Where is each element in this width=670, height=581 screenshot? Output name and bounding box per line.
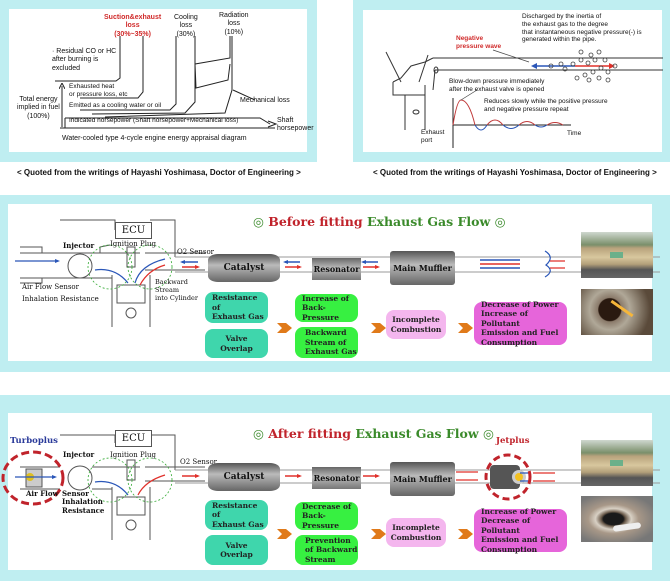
pressure-wave-drawing xyxy=(385,49,663,148)
mechanical-loss-label: Mechanical loss xyxy=(240,97,290,104)
o2-sensor-label: O2 Sensor xyxy=(177,248,215,256)
box-backward-stream: Backward Stream of Exhaust Gas xyxy=(295,327,358,358)
caption-left: < Quoted from the writings of Hayashi Yo… xyxy=(17,168,301,177)
car-rear-photo xyxy=(581,232,653,278)
main-muffler-component: Main Muffler xyxy=(390,251,455,285)
air-flow-sensor-label: Air Flow Sensor xyxy=(22,283,79,291)
energy-diagram-panel xyxy=(0,0,317,162)
jetplus-label: Jetplus xyxy=(496,436,530,446)
energy-flow-lines xyxy=(55,36,278,129)
suction-loss-label: Suction&exhaust loss (30%~35%) xyxy=(104,14,162,38)
turboplus-label: Turboplus xyxy=(10,436,58,446)
residual-label: · Residual CO or HC after burning is exc… xyxy=(52,48,117,72)
exhaust-pipe-photo xyxy=(581,289,653,335)
backward-stream-label: Backward Stream into Cylinder xyxy=(155,278,198,302)
catalyst-component: Catalyst xyxy=(208,254,280,282)
sensor-inhalation-label: Sensor Inhalation Resistance xyxy=(62,489,105,515)
clean-exhaust-pipe-photo xyxy=(581,496,653,542)
pressure-wave-panel xyxy=(353,0,670,162)
license-plate xyxy=(610,252,623,258)
catalyst-component-after: Catalyst xyxy=(208,463,280,491)
shaft-horsepower-label: Shaft horsepower xyxy=(277,117,314,133)
discharged-label: Discharged by the inertia of the exhaust… xyxy=(522,13,642,44)
box-incomplete-combustion-after: Incomplete Combustion xyxy=(386,518,446,547)
energy-diagram-title: Water-cooled type 4-cycle engine energy … xyxy=(62,135,247,142)
emitted-label: Emitted as a cooling water or oil xyxy=(69,102,162,109)
car-rear-photo-after xyxy=(581,440,653,486)
box-increase-power: Increase of Power Decrease of Pollutant … xyxy=(474,507,567,554)
box-resistance-exhaust-gas-after: Resistance of Exhaust Gas xyxy=(205,500,268,530)
box-resistance-exhaust-gas: Resistance of Exhaust Gas xyxy=(205,292,268,323)
ignition-plug-label-after: Ignition Plug xyxy=(110,451,156,459)
before-fitting-title: ◎ Before fitting Exhaust Gas Flow ◎ xyxy=(253,214,506,229)
blowdown-label: Blow-down pressure immediately after the… xyxy=(449,78,545,93)
ecu-box: ECU xyxy=(115,222,152,239)
box-valve-overlap: Valve Overlap xyxy=(205,329,268,358)
radiation-loss-label: Radiation loss (10%) xyxy=(219,12,249,36)
box-decrease-back-pressure: Decrease of Back-Pressure xyxy=(295,502,358,530)
o2-sensor-label-after: O2 Sensor xyxy=(180,458,218,466)
injector-label: Injector xyxy=(63,241,95,250)
exhausted-heat-label: Exhausted heat or pressure loss, etc xyxy=(69,83,128,98)
negative-pressure-wave-label: Negative pressure wave xyxy=(456,35,502,50)
resonator-component: Resonator xyxy=(312,258,361,280)
box-increase-back-pressure: Increase of Back-Pressure xyxy=(295,294,358,322)
exhaust-port-label: Exhaust port xyxy=(421,129,445,144)
main-muffler-component-after: Main Muffler xyxy=(390,462,455,496)
ignition-plug-label: Ignition Plug xyxy=(110,240,156,248)
box-valve-overlap-after: Valve Overlap xyxy=(205,535,268,565)
flame-streak xyxy=(610,299,634,318)
license-plate-after xyxy=(610,460,623,466)
resonator-component-after: Resonator xyxy=(312,467,361,489)
total-energy-label: Total energy implied in fuel (100%) xyxy=(17,96,60,120)
ecu-box-after: ECU xyxy=(115,430,152,447)
reduces-label: Reduces slowly while the positive pressu… xyxy=(484,98,608,113)
box-decrease-power: Decrease of Power Increase of Pollutant … xyxy=(474,300,567,347)
injector-label-after: Injector xyxy=(63,450,95,459)
after-fitting-title: ◎ After fitting Exhaust Gas Flow ◎ xyxy=(253,426,494,441)
cooling-loss-label: Cooling loss (30%) xyxy=(174,14,198,38)
caption-right: < Quoted from the writings of Hayashi Yo… xyxy=(373,168,657,177)
indicated-horsepower-label: Indicated horsepower (Shaft horsepower+M… xyxy=(69,117,239,124)
box-incomplete-combustion: Incomplete Combustion xyxy=(386,310,446,339)
air-flow-label: Air Flow xyxy=(26,489,59,498)
tissue-strip xyxy=(612,522,642,532)
time-label: Time xyxy=(567,130,582,137)
box-prevention-backward-stream: Prevention of Backward Stream xyxy=(295,535,358,565)
inhalation-resistance-label: Inhalation Resistance xyxy=(22,295,99,303)
